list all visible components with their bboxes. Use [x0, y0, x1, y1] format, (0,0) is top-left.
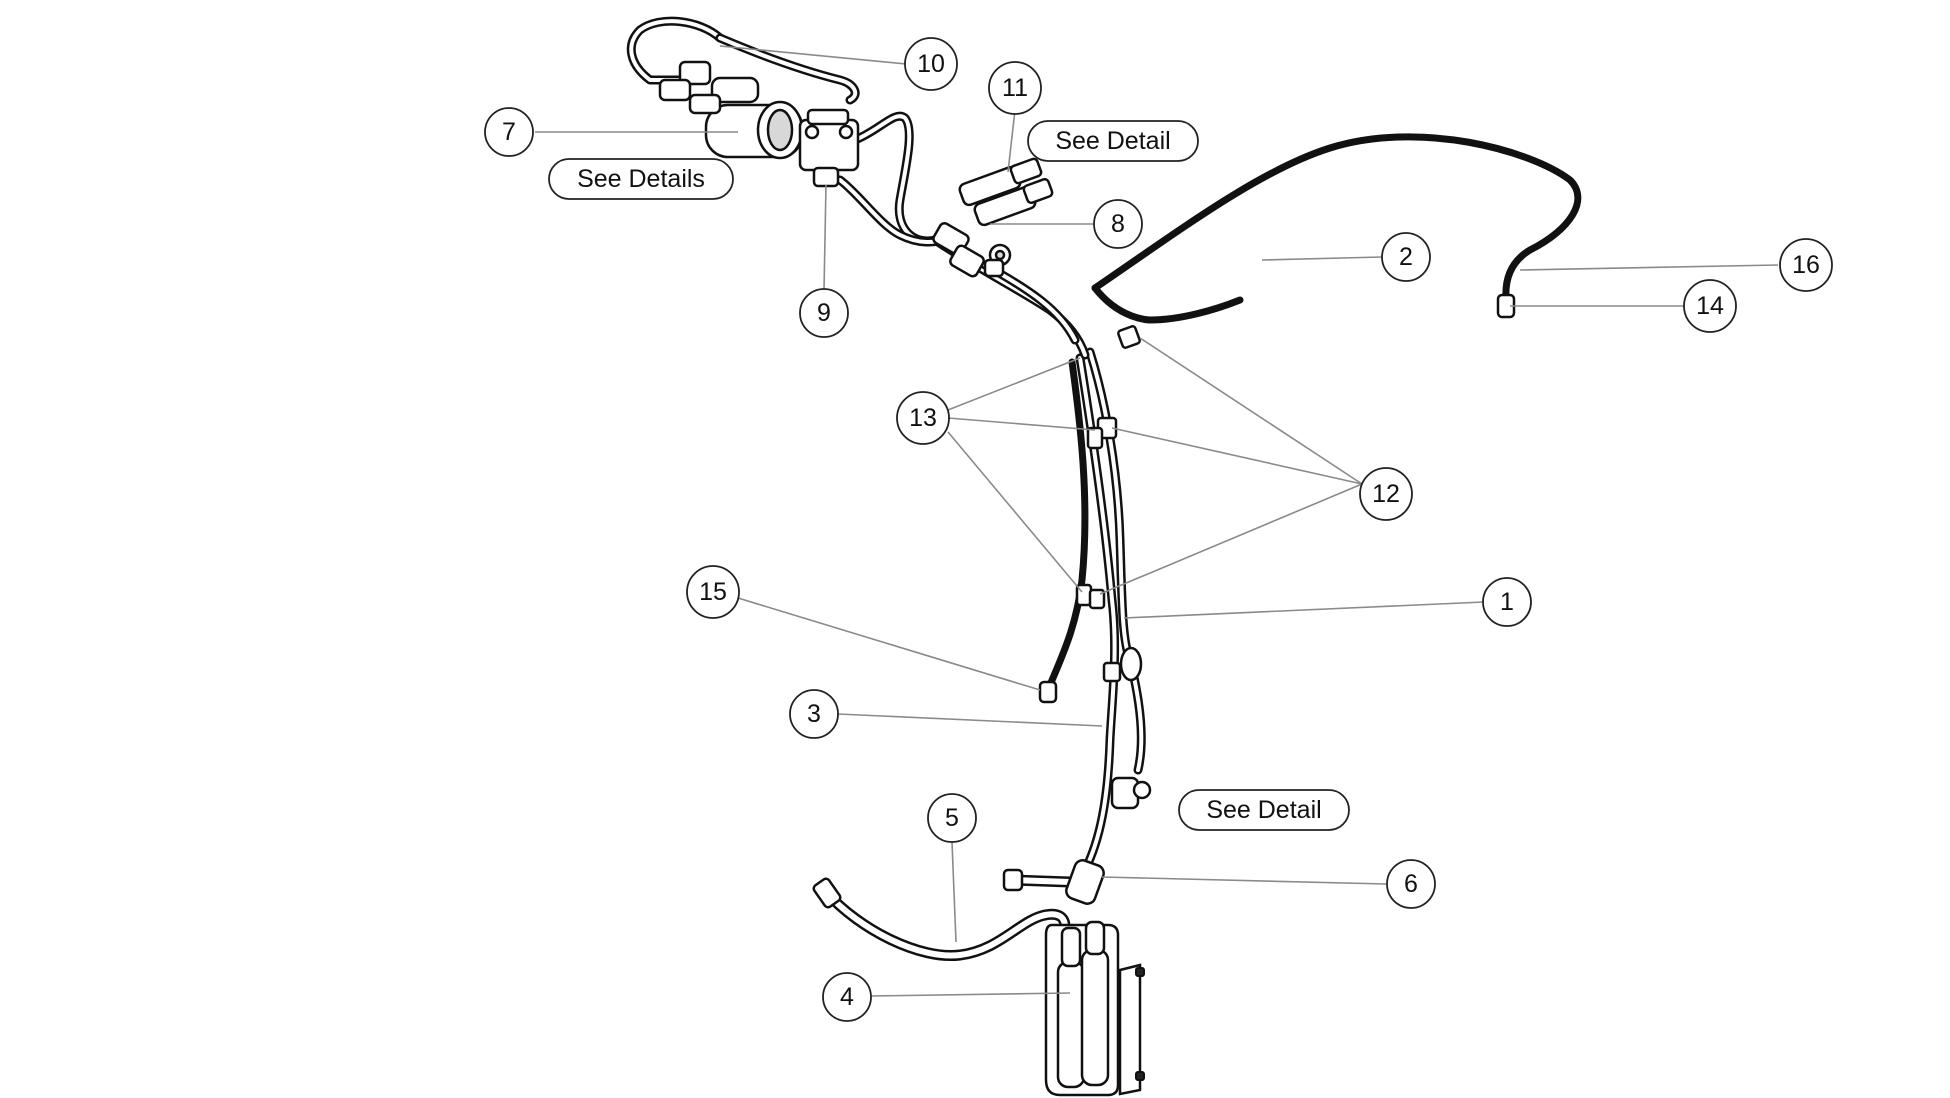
leader-3 — [837, 713, 1103, 727]
see-detail-top[interactable]: See Detail — [1027, 120, 1199, 162]
gauge — [1119, 646, 1143, 682]
callout-15[interactable]: 15 — [686, 565, 740, 619]
svg-text:2: 2 — [1399, 243, 1413, 271]
svg-text:7: 7 — [502, 118, 516, 146]
callout-3[interactable]: 3 — [789, 689, 839, 739]
callout-1[interactable]: 1 — [1482, 577, 1532, 627]
svg-text:14: 14 — [1696, 292, 1724, 320]
callout-9[interactable]: 9 — [799, 288, 849, 338]
svg-text:8: 8 — [1111, 210, 1125, 238]
leader-6 — [1101, 876, 1387, 885]
svg-text:1: 1 — [1500, 588, 1514, 616]
see-detail-bottom[interactable]: See Detail — [1178, 789, 1350, 831]
svg-text:5: 5 — [945, 804, 959, 832]
svg-text:See Details: See Details — [577, 165, 705, 193]
leader-13c — [947, 431, 1083, 593]
fitting-15 — [1038, 680, 1058, 704]
callout-13[interactable]: 13 — [896, 391, 950, 445]
leader-15 — [737, 597, 1041, 691]
leader-5 — [951, 841, 957, 943]
leader-2 — [1261, 256, 1383, 261]
svg-text:3: 3 — [807, 700, 821, 728]
leader-12c — [1099, 483, 1363, 595]
callout-6[interactable]: 6 — [1386, 859, 1436, 909]
hose-2 — [1091, 133, 1582, 302]
fitting-5-end — [812, 877, 842, 909]
svg-text:6: 6 — [1404, 870, 1418, 898]
callout-7[interactable]: 7 — [484, 107, 534, 157]
leader-10 — [719, 45, 907, 65]
filter-4b — [1080, 948, 1110, 1087]
hose-15 — [1044, 358, 1089, 694]
callout-14[interactable]: 14 — [1683, 279, 1737, 333]
leader-lines — [535, 45, 1779, 997]
callout-4[interactable]: 4 — [822, 972, 872, 1022]
svg-text:See Detail: See Detail — [1055, 127, 1170, 155]
clamp-12-top — [1117, 325, 1141, 349]
callout-12[interactable]: 12 — [1359, 467, 1413, 521]
leader-13a — [947, 357, 1081, 411]
callout-5[interactable]: 5 — [927, 793, 977, 843]
svg-text:16: 16 — [1792, 251, 1820, 279]
clamps-12-13 — [1075, 325, 1152, 810]
leader-9 — [823, 184, 827, 291]
leader-4 — [871, 992, 1071, 997]
fittings-8-11 — [932, 157, 1054, 278]
see-details-top-left[interactable]: See Details — [548, 158, 734, 200]
leader-12b — [1111, 427, 1363, 485]
leader-12a — [1139, 337, 1363, 485]
svg-text:12: 12 — [1372, 480, 1400, 508]
svg-text:11: 11 — [1002, 74, 1028, 102]
end-fittings — [812, 293, 1516, 909]
svg-text:10: 10 — [917, 50, 945, 78]
svg-text:See Detail: See Detail — [1206, 796, 1321, 824]
callout-10[interactable]: 10 — [904, 37, 958, 91]
leader-13b — [947, 417, 1096, 431]
detail-notes: See Details See Detail See Detail — [548, 120, 1350, 831]
valve-and-filter-top — [658, 60, 860, 188]
leader-1 — [1123, 601, 1485, 619]
leader-16 — [1519, 264, 1779, 271]
leader-11 — [1007, 109, 1016, 173]
callout-11[interactable]: 11 — [988, 61, 1042, 115]
callout-2[interactable]: 2 — [1381, 232, 1431, 282]
svg-text:4: 4 — [840, 983, 854, 1011]
svg-text:15: 15 — [699, 578, 727, 606]
clamp-13-mid — [1086, 426, 1104, 450]
callouts: 1 2 3 4 5 6 7 8 9 10 11 12 13 14 15 — [484, 37, 1833, 1022]
filter-4a — [1056, 960, 1086, 1089]
callout-8[interactable]: 8 — [1093, 199, 1143, 249]
svg-text:13: 13 — [909, 404, 937, 432]
mount-plate — [1118, 963, 1142, 1096]
hose-2-to-clamp — [1091, 284, 1244, 324]
svg-text:9: 9 — [817, 299, 831, 327]
filter-assembly-4 — [1044, 920, 1145, 1097]
callout-16[interactable]: 16 — [1779, 238, 1833, 292]
